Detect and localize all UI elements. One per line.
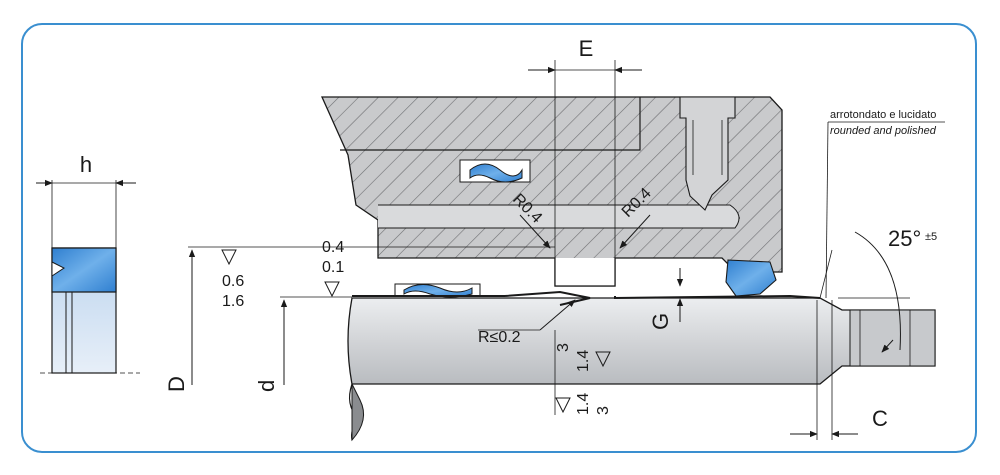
note-italian: arrotondato e lucidato — [830, 109, 936, 121]
dim-D-label: D — [164, 376, 189, 392]
roughness-top-1: 0.4 — [322, 239, 344, 256]
roughness-rod-2: 1.4 — [575, 350, 592, 372]
roughness-mid-2: 1.6 — [222, 293, 244, 310]
roughness-left — [188, 246, 555, 385]
dim-E-label: E — [579, 36, 594, 61]
note-english: rounded and polished — [830, 125, 937, 137]
seal-cross-section — [36, 179, 140, 374]
dim-C-label: C — [872, 406, 888, 431]
angle-label: 25° — [888, 226, 921, 251]
roughness-rod-1: 3 — [555, 343, 572, 352]
dim-h-label: h — [80, 152, 92, 177]
roughness-triangle-icon — [221, 249, 237, 266]
roughness-mid-1: 0.6 — [222, 273, 244, 290]
dim-angle — [819, 231, 910, 353]
dim-C — [790, 300, 858, 440]
dim-G-label: G — [648, 313, 673, 330]
frame — [21, 23, 977, 453]
polish-note-leader — [825, 121, 945, 299]
roughness-triangle-icon — [595, 351, 611, 368]
radius-small-label: R≤0.2 — [478, 329, 521, 346]
angle-tolerance: ±5 — [925, 231, 937, 243]
roughness-bot-1: 1.4 — [575, 393, 592, 415]
roughness-top-2: 0.1 — [322, 259, 344, 276]
rod — [347, 290, 936, 442]
roughness-rod — [554, 330, 611, 415]
roughness-triangle-icon — [324, 281, 340, 298]
radius-callouts — [478, 214, 651, 331]
dim-d-label: d — [254, 380, 279, 392]
dim-E — [528, 60, 642, 258]
roughness-triangle-icon — [555, 397, 571, 414]
housing — [320, 96, 783, 298]
roughness-bot-2: 3 — [595, 406, 612, 415]
